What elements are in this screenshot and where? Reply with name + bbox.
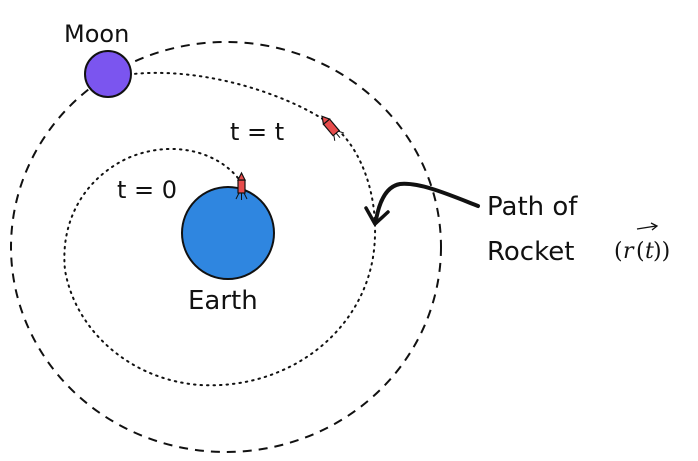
formula-r: r (623, 239, 635, 264)
formula-open-paren: ( (614, 239, 623, 264)
path-formula: ( r ( t )) (614, 222, 670, 264)
annotation-arrow (364, 181, 480, 226)
formula-inner-open-paren: ( (636, 239, 645, 264)
moon-label: Moon (64, 20, 129, 48)
earth-label: Earth (188, 286, 258, 316)
vector-arrow-icon (636, 222, 659, 231)
path-label-line2: Rocket (487, 237, 574, 267)
moon-orbit (10, 41, 442, 453)
path-label-line1: Path of (487, 192, 578, 222)
rocket-start-icon (235, 171, 248, 200)
moon (84, 50, 132, 98)
rocket-flight-icon (321, 115, 345, 141)
formula-t: t (645, 239, 654, 264)
t-start-label: t = 0 (117, 176, 177, 204)
earth (181, 186, 275, 280)
formula-close-parens: )) (653, 239, 670, 264)
rocket-path (63, 71, 376, 387)
t-current-label: t = t (230, 118, 284, 146)
